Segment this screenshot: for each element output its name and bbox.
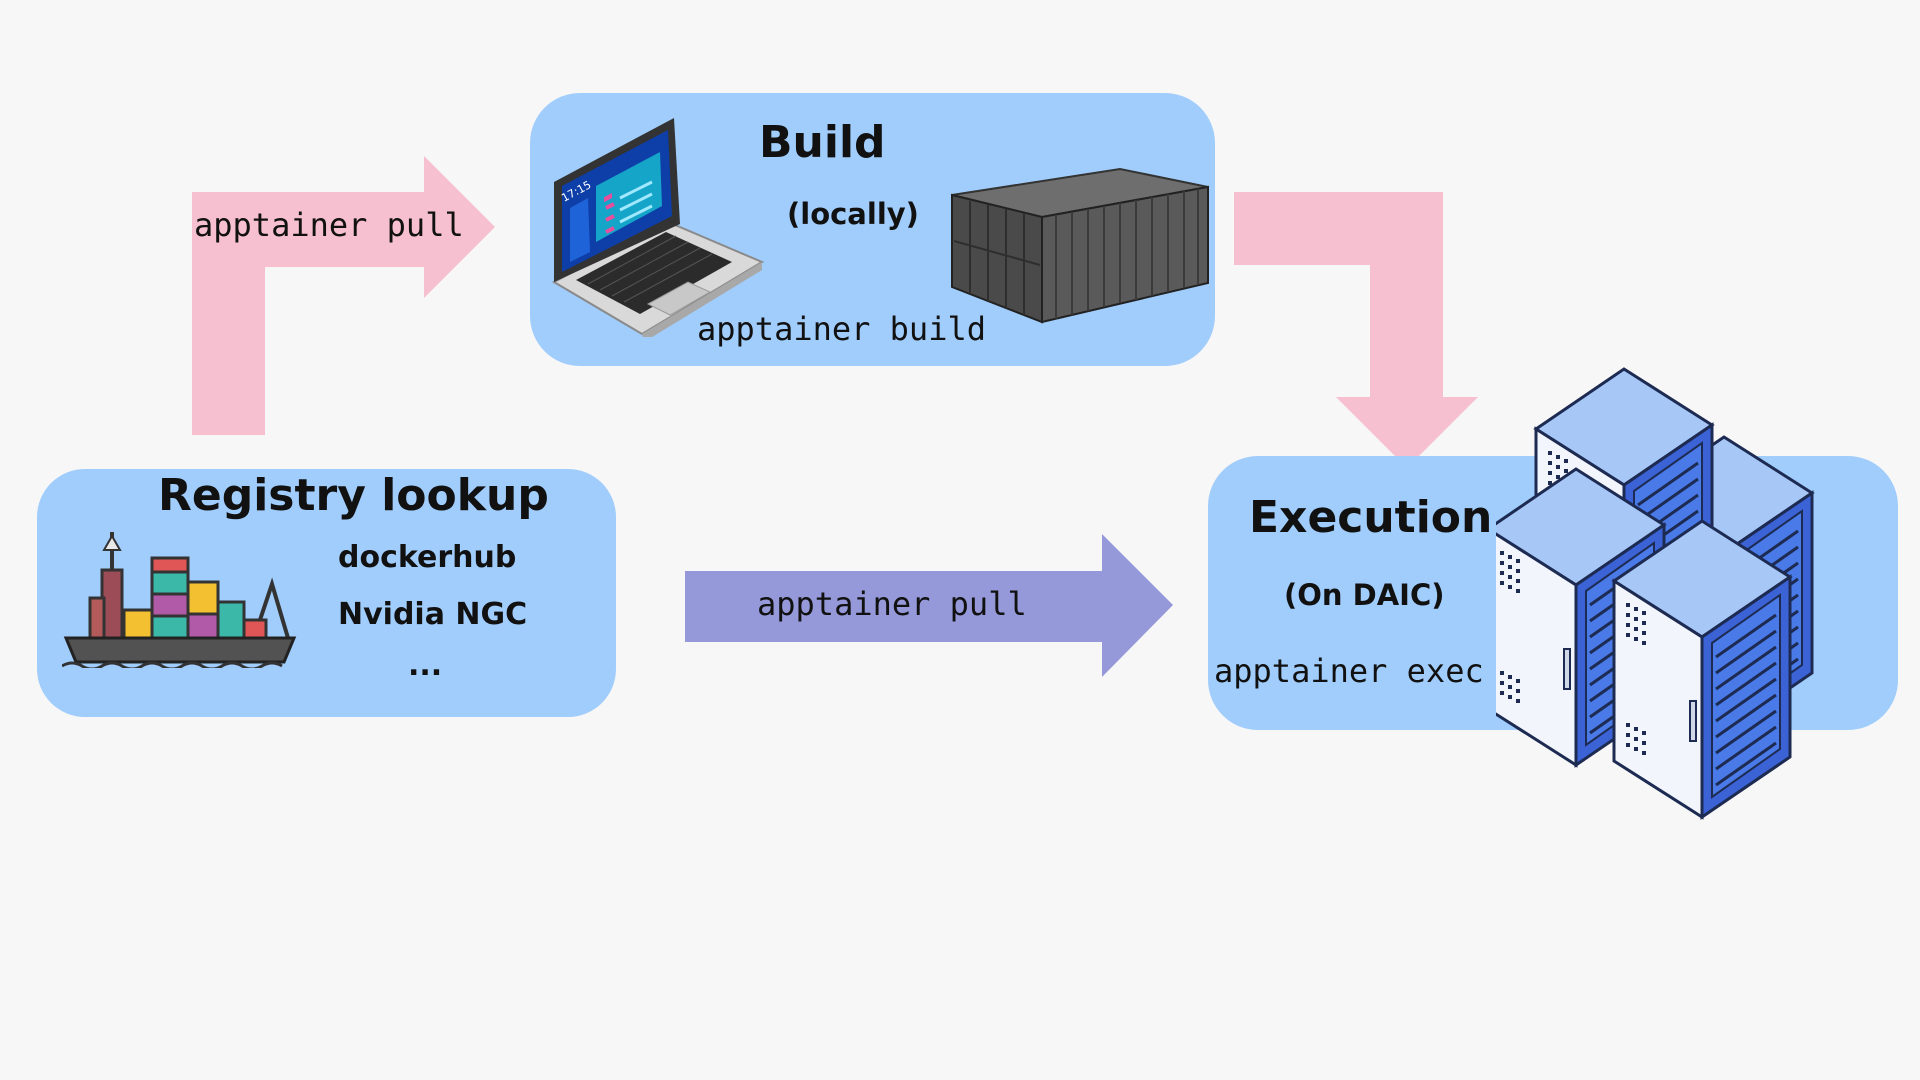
build-to-execution-arrow [1234, 192, 1478, 468]
registry-source-more: ... [408, 648, 443, 683]
pull-to-build-arrow [192, 156, 495, 435]
laptop-icon: 17:15 [551, 118, 765, 337]
pull-to-execution-arrow [685, 534, 1173, 677]
pull-to-build-label: apptainer pull [194, 206, 464, 244]
build-command: apptainer build [697, 310, 986, 348]
registry-source-dockerhub: dockerhub [338, 540, 517, 575]
build-title: Build [759, 117, 886, 168]
execution-title: Execution [1249, 492, 1493, 543]
execution-command: apptainer exec [1214, 652, 1484, 690]
cargo-ship-icon [62, 532, 297, 668]
build-subtitle: (locally) [787, 197, 919, 231]
server-racks-icon [1496, 367, 1814, 819]
registry-box [37, 469, 616, 717]
registry-title: Registry lookup [158, 470, 549, 521]
pull-to-execution-label: apptainer pull [757, 585, 1027, 623]
shipping-container-icon [951, 167, 1209, 324]
execution-subtitle: (On DAIC) [1284, 578, 1445, 612]
registry-source-nvidia: Nvidia NGC [338, 597, 528, 632]
